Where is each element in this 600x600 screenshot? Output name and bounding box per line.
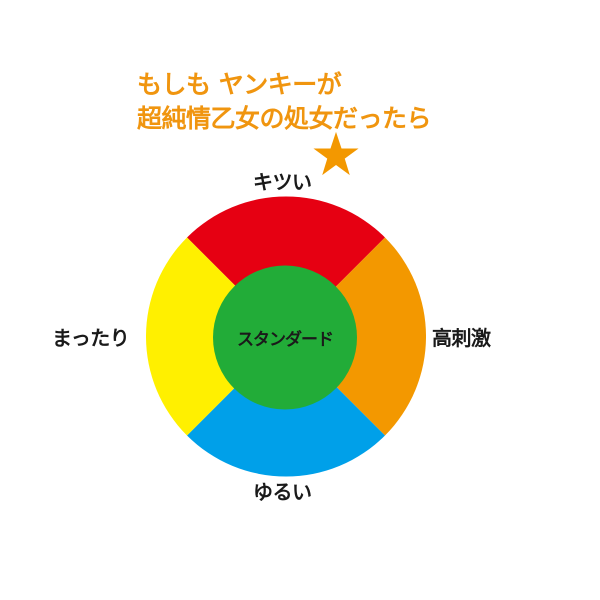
quadrant-wheel <box>146 196 426 477</box>
label-kitsui: キツい <box>253 170 312 194</box>
title-line-1: もしも ヤンキーが <box>137 70 342 99</box>
label-mattari: まったり <box>52 326 130 350</box>
center-circle <box>213 265 357 410</box>
title-line-2: 超純情乙女の処女だったら <box>137 104 432 133</box>
star-icon <box>313 131 359 176</box>
center-label-standard: スタンダード <box>237 329 334 350</box>
label-koushigeki: 高刺激 <box>432 326 491 350</box>
label-yurui: ゆるい <box>253 480 312 504</box>
